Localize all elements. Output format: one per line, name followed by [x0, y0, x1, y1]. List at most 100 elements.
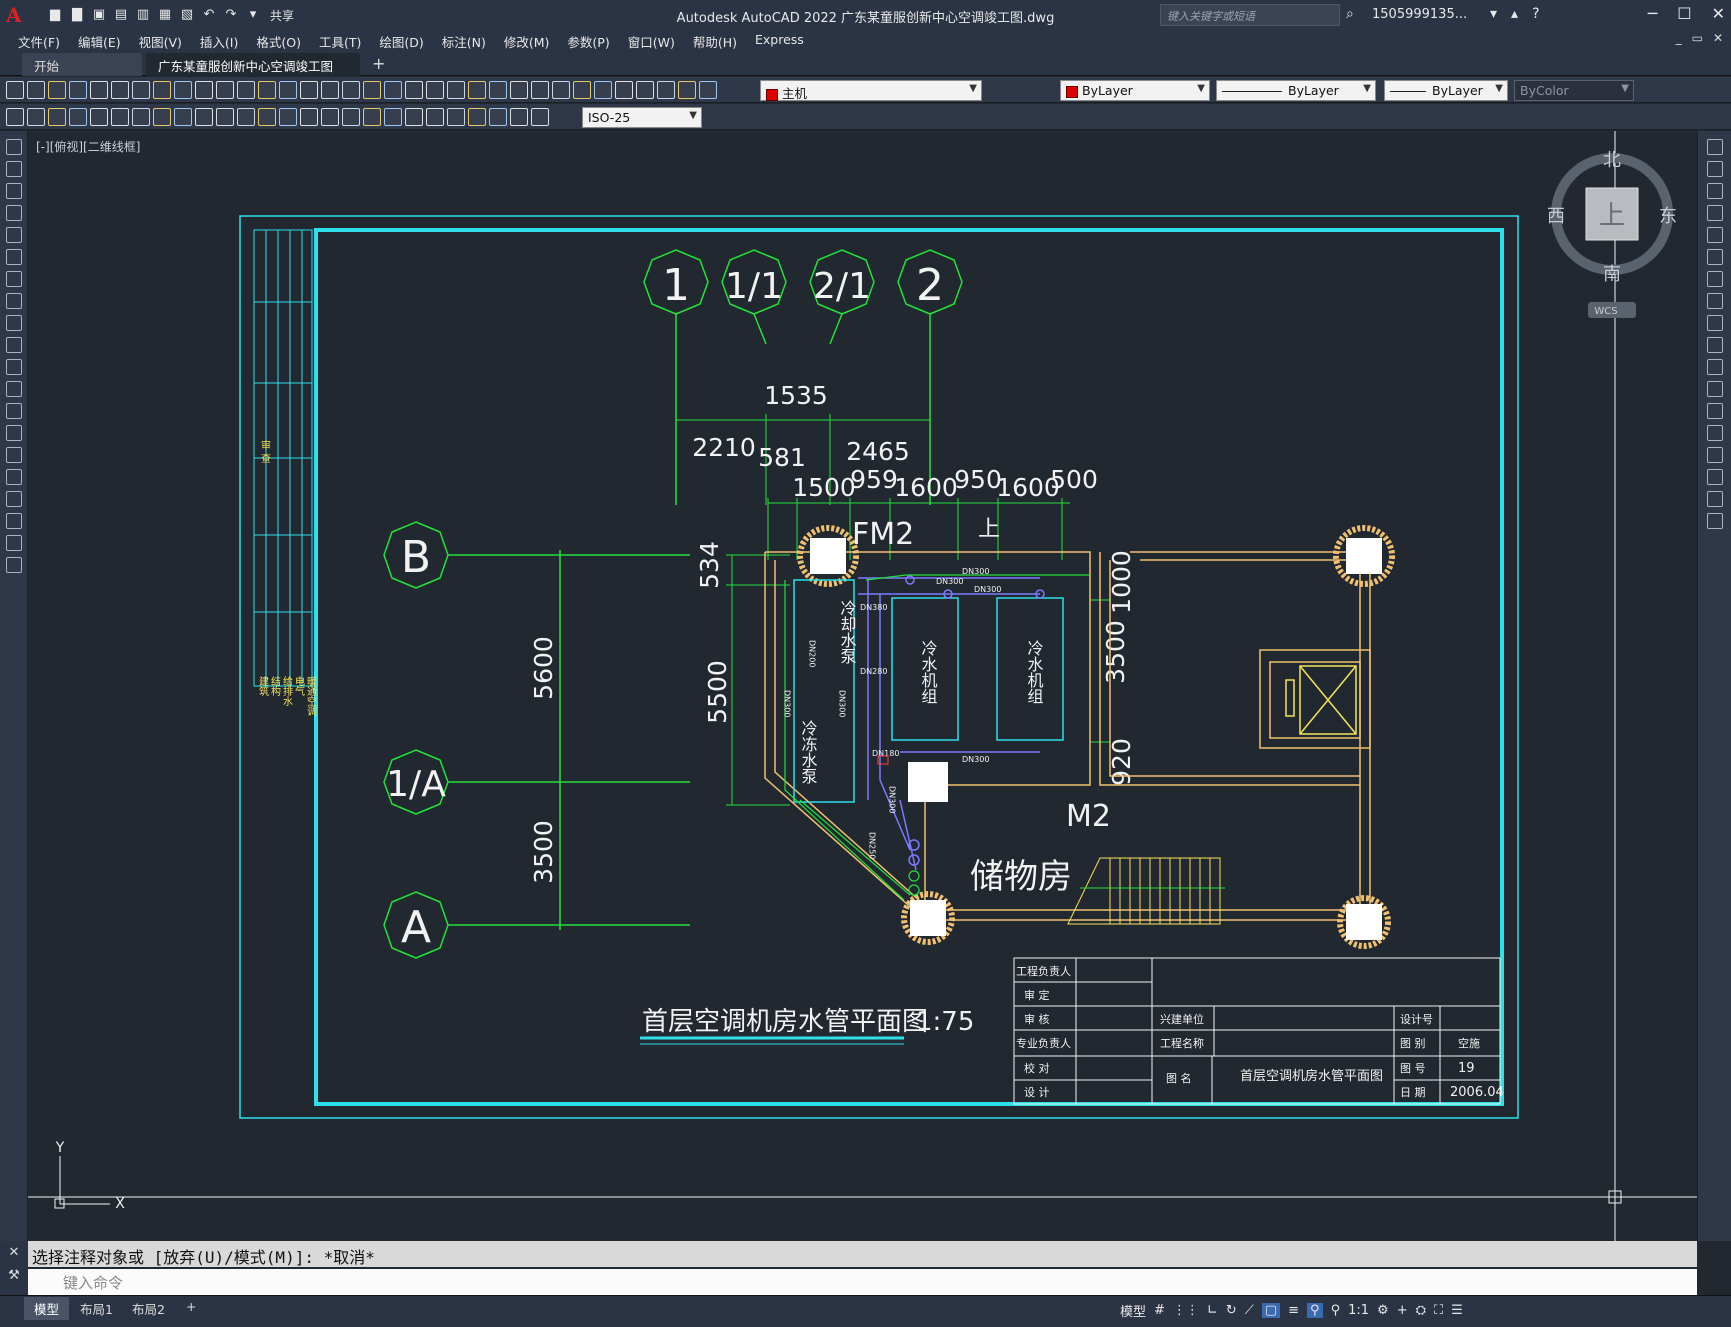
- tool-icon[interactable]: [552, 81, 570, 99]
- doc-minimize-icon[interactable]: _: [1675, 31, 1682, 45]
- draw-tool-icon[interactable]: [6, 271, 22, 287]
- tool-icon[interactable]: [510, 81, 528, 99]
- snap-icon[interactable]: ⋮⋮: [1172, 1303, 1199, 1318]
- modify-tool-icon[interactable]: [1707, 183, 1723, 199]
- dimension-tool-icon[interactable]: [342, 108, 360, 126]
- draw-tool-icon[interactable]: [6, 425, 22, 441]
- workspace-icon[interactable]: ⛭: [1415, 1303, 1426, 1318]
- dimension-tool-icon[interactable]: [48, 108, 66, 126]
- tool-icon[interactable]: [48, 81, 66, 99]
- dimension-tool-icon[interactable]: [153, 108, 171, 126]
- dimension-tool-icon[interactable]: [195, 108, 213, 126]
- menu-help[interactable]: 帮助(H): [692, 35, 737, 50]
- tool-icon[interactable]: [174, 81, 192, 99]
- tool-icon[interactable]: [426, 81, 444, 99]
- tool-icon[interactable]: [90, 81, 108, 99]
- linetype-dropdown[interactable]: ByLayer▼: [1216, 80, 1376, 101]
- dimension-tool-icon[interactable]: [27, 108, 45, 126]
- draw-tool-icon[interactable]: [6, 315, 22, 331]
- tool-icon[interactable]: [468, 81, 486, 99]
- tool-icon[interactable]: [489, 81, 507, 99]
- modify-tool-icon[interactable]: [1707, 469, 1723, 485]
- draw-tool-icon[interactable]: [6, 557, 22, 573]
- command-grip[interactable]: ✕ ⚒: [0, 1241, 28, 1295]
- tool-icon[interactable]: [615, 81, 633, 99]
- draw-tool-icon[interactable]: [6, 337, 22, 353]
- web-open-icon[interactable]: ▥: [136, 7, 150, 22]
- save-icon[interactable]: ▣: [92, 7, 106, 22]
- web-save-icon[interactable]: ▦: [158, 7, 172, 22]
- tool-icon[interactable]: [657, 81, 675, 99]
- wcs-menu[interactable]: [1588, 302, 1636, 318]
- plot-icon[interactable]: ▧: [180, 7, 194, 22]
- modify-tool-icon[interactable]: [1707, 359, 1723, 375]
- customize-icon[interactable]: ▾: [249, 7, 257, 22]
- modify-tool-icon[interactable]: [1707, 425, 1723, 441]
- draw-tool-icon[interactable]: [6, 469, 22, 485]
- dimension-tool-icon[interactable]: [174, 108, 192, 126]
- save-as-icon[interactable]: ▤: [114, 7, 128, 22]
- modify-tool-icon[interactable]: [1707, 293, 1723, 309]
- draw-tool-icon[interactable]: [6, 359, 22, 375]
- modify-tool-icon[interactable]: [1707, 139, 1723, 155]
- tool-icon[interactable]: [216, 81, 234, 99]
- draw-tool-icon[interactable]: [6, 183, 22, 199]
- draw-tool-icon[interactable]: [6, 227, 22, 243]
- layout-tab-1[interactable]: 布局1: [80, 1302, 113, 1317]
- color-dropdown[interactable]: ByLayer▼: [1060, 80, 1210, 101]
- viewcube-north[interactable]: 北: [1603, 150, 1621, 171]
- osnap-icon[interactable]: ▢: [1261, 1303, 1281, 1318]
- menu-insert[interactable]: 插入(I): [199, 35, 239, 50]
- lineweight-dropdown[interactable]: ByLayer▼: [1384, 80, 1508, 101]
- doc-restore-icon[interactable]: ▭: [1691, 31, 1703, 45]
- dimension-tool-icon[interactable]: [510, 108, 528, 126]
- menu-tools[interactable]: 工具(T): [318, 35, 362, 50]
- tool-icon[interactable]: [384, 81, 402, 99]
- polar-icon[interactable]: ↻: [1225, 1303, 1237, 1318]
- dimension-tool-icon[interactable]: [258, 108, 276, 126]
- menu-edit[interactable]: 编辑(E): [77, 35, 121, 50]
- modify-tool-icon[interactable]: [1707, 337, 1723, 353]
- tool-icon[interactable]: [594, 81, 612, 99]
- dimension-tool-icon[interactable]: [531, 108, 549, 126]
- menu-file[interactable]: 文件(F): [18, 35, 60, 50]
- dimstyle-dropdown[interactable]: ISO-25▼: [582, 107, 702, 128]
- close-icon[interactable]: ✕: [8, 1245, 20, 1260]
- tool-icon[interactable]: [636, 81, 654, 99]
- open-icon[interactable]: ▇: [72, 7, 82, 22]
- dimension-tool-icon[interactable]: [405, 108, 423, 126]
- app-logo[interactable]: A: [6, 3, 22, 27]
- layout-tab-2[interactable]: 布局2: [132, 1302, 165, 1317]
- dimension-tool-icon[interactable]: [447, 108, 465, 126]
- modify-tool-icon[interactable]: [1707, 227, 1723, 243]
- modify-tool-icon[interactable]: [1707, 249, 1723, 265]
- tool-icon[interactable]: [237, 81, 255, 99]
- draw-tool-icon[interactable]: [6, 249, 22, 265]
- dimension-tool-icon[interactable]: [111, 108, 129, 126]
- layout-tab-model[interactable]: 模型: [24, 1297, 70, 1320]
- tool-icon[interactable]: [699, 81, 717, 99]
- modify-tool-icon[interactable]: [1707, 161, 1723, 177]
- dimension-tool-icon[interactable]: [90, 108, 108, 126]
- undo-icon[interactable]: ↶: [203, 7, 215, 22]
- modify-tool-icon[interactable]: [1707, 315, 1723, 331]
- dimension-tool-icon[interactable]: [216, 108, 234, 126]
- modify-tool-icon[interactable]: [1707, 513, 1723, 529]
- dimension-tool-icon[interactable]: [69, 108, 87, 126]
- menu-modify[interactable]: 修改(M): [503, 35, 550, 50]
- plotstyle-dropdown[interactable]: ByColor▼: [1514, 80, 1634, 101]
- fullscreen-icon[interactable]: ⛶: [1434, 1303, 1444, 1318]
- tool-icon[interactable]: [573, 81, 591, 99]
- dimension-tool-icon[interactable]: [279, 108, 297, 126]
- draw-tool-icon[interactable]: [6, 513, 22, 529]
- isodraft-icon[interactable]: ⟋: [1244, 1303, 1254, 1318]
- tool-icon[interactable]: [258, 81, 276, 99]
- dimension-tool-icon[interactable]: [237, 108, 255, 126]
- draw-tool-icon[interactable]: [6, 139, 22, 155]
- menu-icon[interactable]: ☰: [1451, 1303, 1463, 1318]
- menu-parametric[interactable]: 参数(P): [567, 35, 610, 50]
- tool-icon[interactable]: [195, 81, 213, 99]
- tool-icon[interactable]: [69, 81, 87, 99]
- modify-tool-icon[interactable]: [1707, 447, 1723, 463]
- drawing-svg[interactable]: 建筑 结构 给排水 电气 暖通空调 审 查 1 1/1: [28, 131, 1697, 1241]
